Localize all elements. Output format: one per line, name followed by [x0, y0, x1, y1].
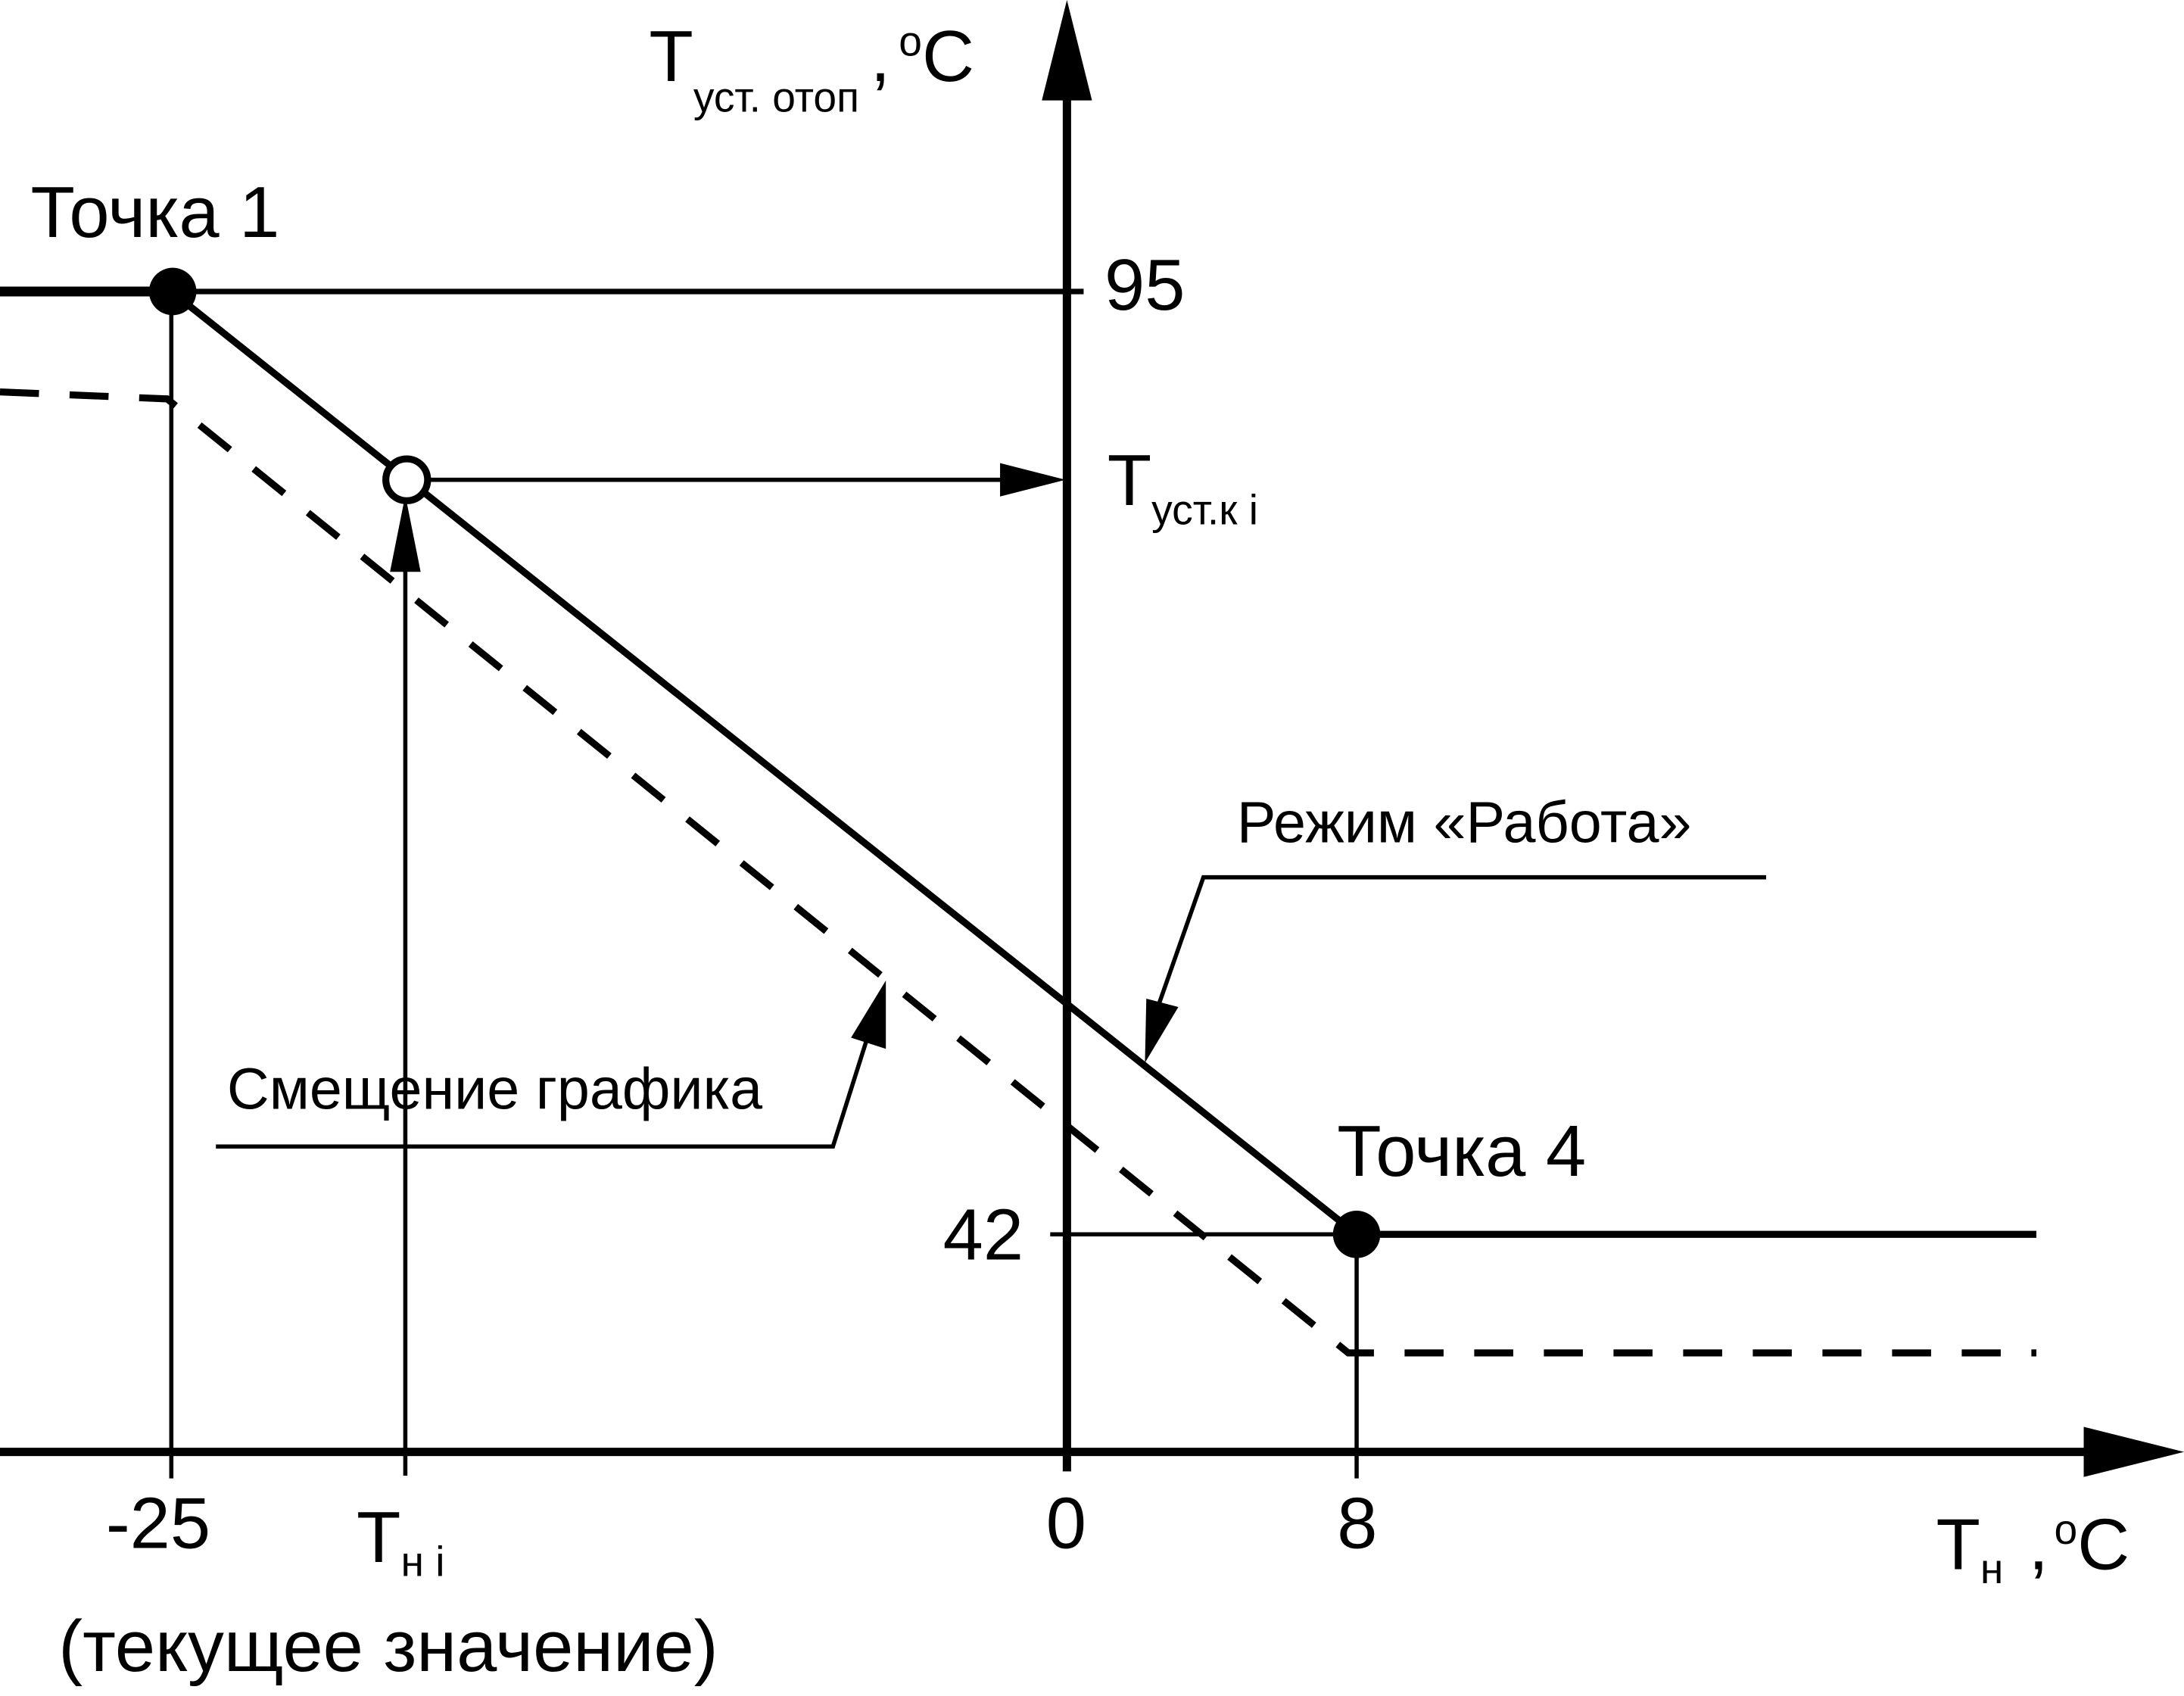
point-1-label: Точка 1 — [30, 172, 279, 253]
tuki-arrow-icon — [1000, 463, 1066, 497]
tick-m25-label: -25 — [106, 1483, 210, 1564]
tick-0-label: 0 — [1046, 1483, 1086, 1564]
point-4-label: Точка 4 — [1337, 1111, 1586, 1192]
shift-leader — [216, 1031, 871, 1149]
dashed-curve-shift — [0, 388, 2036, 1357]
mode-work-leader — [1157, 874, 1767, 1005]
y-axis — [1042, 0, 1092, 1472]
tni-label: Tн i — [357, 1497, 445, 1585]
point-4-marker — [1332, 1210, 1381, 1258]
x-axis — [0, 1426, 2184, 1477]
x-axis-arrow-icon — [2083, 1426, 2184, 1477]
current-point-marker — [382, 455, 432, 504]
tni-arrow-icon — [390, 494, 421, 572]
tick-42-label: 42 — [943, 1194, 1023, 1275]
x-axis-label: Tн,oC — [1936, 1504, 2129, 1592]
shift-arrow-icon — [851, 980, 886, 1049]
tick-95-label: 95 — [1104, 245, 1185, 326]
current-value-label: (текущее значение) — [58, 1606, 718, 1687]
point-1-marker — [148, 267, 197, 316]
y-axis-label: Tуст. отоп,oC — [649, 16, 974, 121]
mode-work-arrow-icon — [1145, 998, 1179, 1063]
y-axis-arrow-icon — [1042, 0, 1092, 101]
shift-label: Смещение графика — [227, 1056, 762, 1121]
tuki-label: Tуст.к i — [1108, 440, 1258, 534]
mode-work-label: Режим «Работа» — [1237, 790, 1692, 856]
tick-8-label: 8 — [1337, 1483, 1377, 1564]
